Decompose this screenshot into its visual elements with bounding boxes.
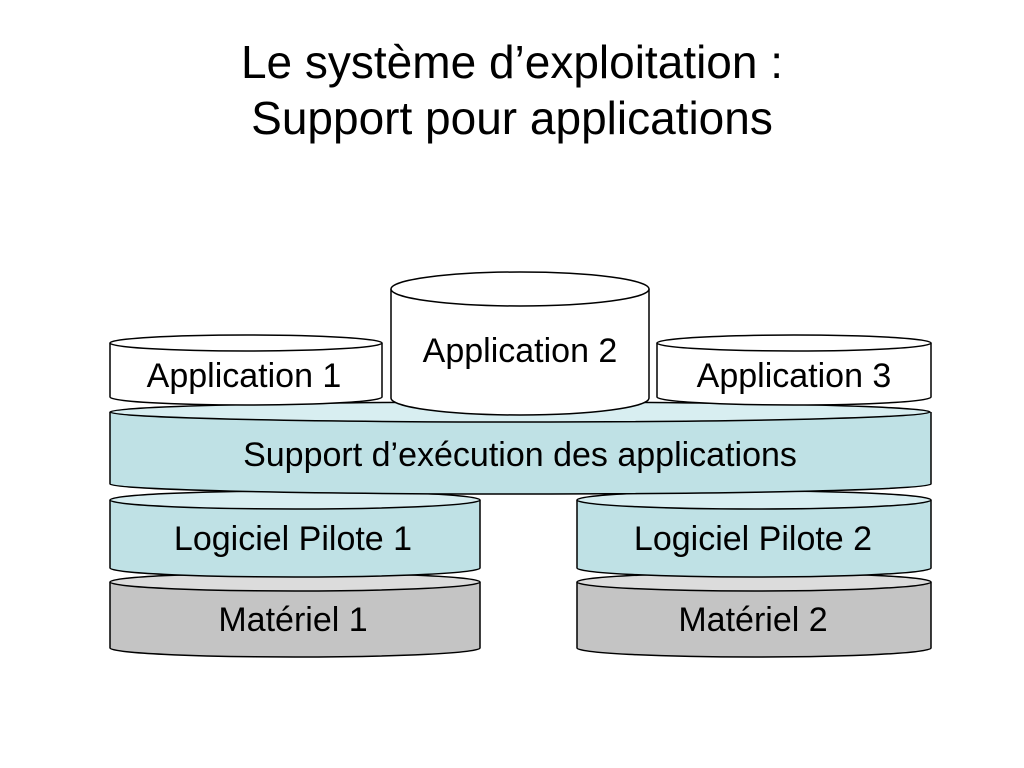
cylinder-materiel-1: Matériel 1 <box>109 572 481 658</box>
cylinder-application-2-body <box>390 289 650 416</box>
label-application-2: Application 2 <box>423 332 618 370</box>
title-line-2: Support pour applications <box>251 92 773 144</box>
label-pilote-2: Logiciel Pilote 2 <box>634 520 872 558</box>
cylinder-pilote-1: Logiciel Pilote 1 <box>109 490 481 578</box>
label-application-1: Application 1 <box>147 357 342 395</box>
label-application-3: Application 3 <box>697 357 892 395</box>
cylinder-pilote-2: Logiciel Pilote 2 <box>576 490 932 578</box>
cylinder-application-3-body <box>656 343 932 406</box>
label-support: Support d’exécution des applications <box>243 436 797 474</box>
slide-title: Le système d’exploitation : Support pour… <box>0 34 1024 146</box>
cylinder-application-1: Application 1 <box>109 334 383 406</box>
cylinder-support-body <box>109 412 932 495</box>
cylinder-application-2-top <box>390 271 650 307</box>
cylinder-materiel-2-body <box>576 582 932 658</box>
cylinder-pilote-1-body <box>109 500 481 578</box>
title-line-1: Le système d’exploitation : <box>240 36 784 88</box>
label-pilote-1: Logiciel Pilote 1 <box>174 520 412 558</box>
cylinder-application-1-top <box>109 334 383 352</box>
cylinder-materiel-2: Matériel 2 <box>576 572 932 658</box>
cylinder-application-3-top <box>656 334 932 352</box>
label-materiel-1: Matériel 1 <box>218 601 367 639</box>
cylinder-support: Support d’exécution des applications <box>109 401 932 495</box>
cylinder-application-3: Application 3 <box>656 334 932 406</box>
cylinder-materiel-1-body <box>109 582 481 658</box>
cylinder-pilote-2-body <box>576 500 932 578</box>
label-materiel-2: Matériel 2 <box>678 601 827 639</box>
cylinder-application-1-body <box>109 343 383 406</box>
cylinder-application-2: Application 2 <box>390 271 650 416</box>
